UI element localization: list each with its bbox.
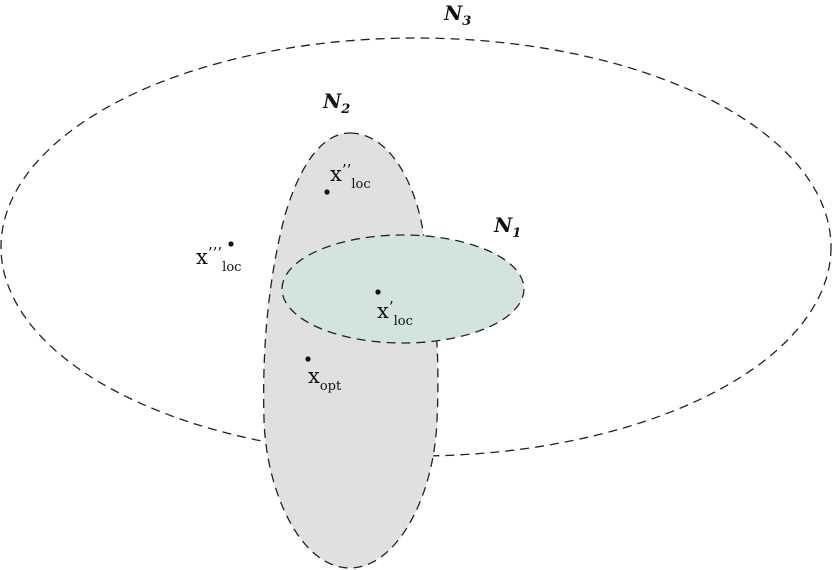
point-x-loc-triple-prime (228, 241, 234, 247)
label-x-loc-prime: x’loc (377, 298, 413, 329)
point-x-loc-double-prime (324, 189, 330, 195)
label-x-opt: xopt (308, 364, 342, 394)
neighborhood-n1-ellipse (281, 234, 525, 344)
neighborhood-n2-region (262, 132, 439, 569)
label-x-loc-double-prime: x’’loc (330, 161, 371, 192)
label-n1: N1 (493, 213, 521, 241)
point-x-loc-prime (375, 289, 381, 295)
label-n2: N2 (322, 89, 350, 117)
label-n3: N3 (443, 1, 471, 29)
label-x-loc-triple-prime: x’’’loc (196, 244, 241, 275)
point-x-opt (305, 356, 311, 362)
